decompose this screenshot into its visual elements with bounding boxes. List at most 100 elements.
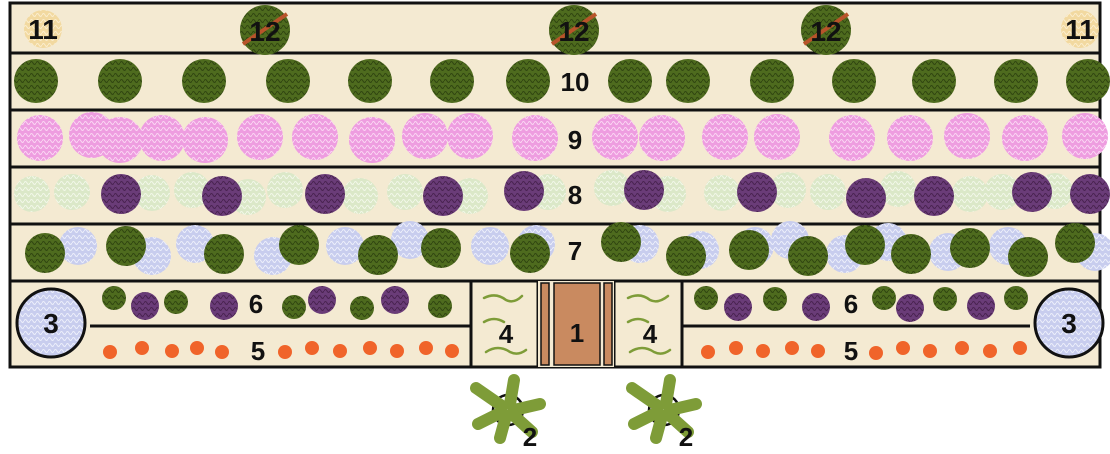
plant-5-right-6 [869,346,883,360]
plant-10-14 [1066,59,1110,103]
plant-9-15 [754,114,800,160]
plant-7-lav-6 [391,221,429,259]
plant-7-lav-7 [471,227,509,265]
plant-9-9 [402,113,448,159]
plant-2-leaf-2-6 [650,410,668,444]
plant-8-light-11 [594,170,630,206]
plant-5-right-3 [756,344,770,358]
plant-9-11 [512,115,558,161]
plant-5-left-2 [135,341,149,355]
plant-11-label-right: 11 [1065,14,1095,45]
box-1-path [538,281,614,367]
plant-8-purple-5 [504,171,544,211]
plant-8-purple-4 [423,176,463,216]
plant-9-18 [944,113,990,159]
plant-10-11 [832,59,876,103]
plant-6-left-2 [131,292,159,320]
plant-8-light-16 [880,171,916,207]
plant-5-left-8 [333,344,347,358]
plant-7-green-8 [601,222,641,262]
plant-8-purple-1 [101,174,141,214]
plant-6-right-8 [967,292,995,320]
plant-12-label-1: 12 [249,16,280,47]
row-8-label: 8 [568,180,582,210]
plant-10-5 [348,59,392,103]
plant-6-right-5 [872,286,896,310]
plant-7-green-13 [891,234,931,274]
plant-10-12 [912,59,956,103]
row-5-label-right: 5 [844,336,858,366]
plant-11-label-left: 11 [28,14,58,45]
plant-7-green-9 [666,236,706,276]
plant-7-green-7 [510,233,550,273]
plant-8-light-14 [770,172,806,208]
plant-9-16 [829,115,875,161]
plant-7-green-1 [25,233,65,273]
row-5-label-left: 5 [251,336,265,366]
plant-8-purple-8 [846,178,886,218]
plant-5-left-9 [363,341,377,355]
plant-6-left-5 [282,295,306,319]
plant-10-4 [266,59,310,103]
plant-10-13 [994,59,1038,103]
plant-5-right-9 [955,341,969,355]
plant-2-leaf-2-2 [628,406,664,430]
plant-5-right-2 [729,341,743,355]
plant-7-green-3 [204,234,244,274]
plant-7-lav-1 [59,227,97,265]
plant-8-purple-10 [1012,172,1052,212]
plant-10-7 [506,59,550,103]
row-10-label: 10 [561,67,590,97]
plant-10-9 [666,59,710,103]
plant-5-left-12 [445,344,459,358]
plant-9-5 [182,117,228,163]
plant-9-6 [237,114,283,160]
plant-5-right-1 [701,345,715,359]
plant-6-left-3 [164,290,188,314]
row-6-label-left: 6 [249,289,263,319]
plant-11-right [1061,10,1099,48]
plant-8-light-2 [54,174,90,210]
plant-8-light-7 [342,178,378,214]
plant-9-1 [17,115,63,161]
row-labels: 10 9 8 7 6 6 5 5 4 4 1 [249,67,858,366]
plant-5-right-4 [785,341,799,355]
plant-6-right-7 [933,287,957,311]
plant-2-leaf-1-6 [494,410,512,444]
plant-5-right-7 [896,341,910,355]
plant-7-green-2 [106,226,146,266]
plant-8-light-8 [387,174,423,210]
plant-9-13 [639,115,685,161]
plant-5-left-4 [190,341,204,355]
plant-6-right-9 [1004,286,1028,310]
plant-11-left [24,10,62,48]
row-9-label: 9 [568,125,582,155]
plant-8-light-13 [704,175,740,211]
plant-2-leaf-2-1 [626,382,664,412]
plant-5-left-7 [305,341,319,355]
plant-5-left-5 [215,345,229,359]
plant-6-left-7 [350,296,374,320]
plant-9-3 [97,117,143,163]
plant-10-6 [430,59,474,103]
plant-9-12 [592,114,638,160]
plant-2-label-1: 2 [523,422,537,452]
plant-8-light-6 [267,172,303,208]
plant-2-label-2: 2 [679,422,693,452]
plant-2-leaf-2-4 [664,398,702,416]
plant-7-green-6 [421,228,461,268]
plant-2-leaf-1-1 [470,382,508,412]
plant-8-light-17 [952,176,988,212]
plant-9-10 [447,113,493,159]
plant-2-leaf-1-3 [504,374,520,410]
plant-10-8 [608,59,652,103]
plant-2-leaf-1-5 [506,408,538,438]
box-1-label: 1 [570,318,584,348]
plant-5-right-10 [983,344,997,358]
plant-7-green-15 [1008,237,1048,277]
plant-9-7 [292,114,338,160]
plant-3-left [15,287,87,359]
plant-8-light-15 [810,174,846,210]
plant-6-right-1 [694,286,718,310]
